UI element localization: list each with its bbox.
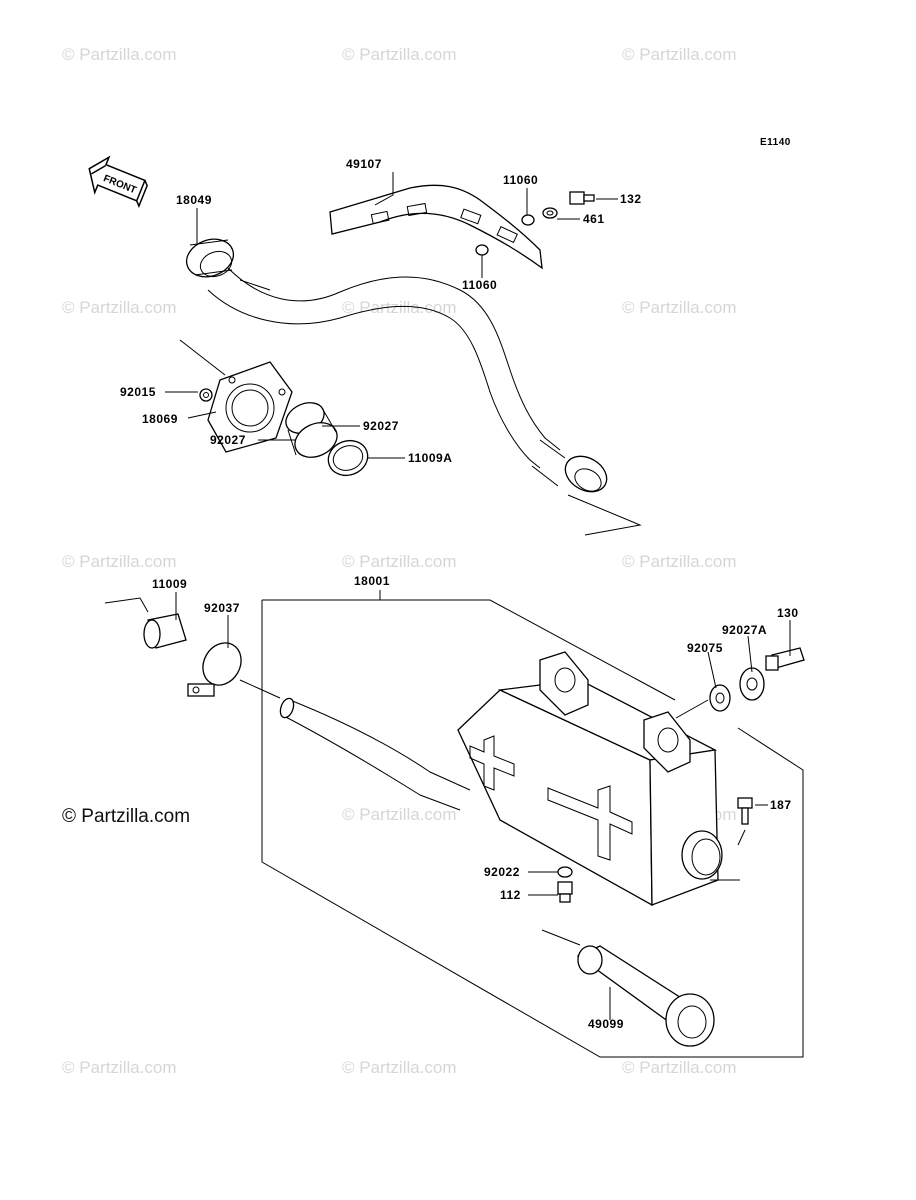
part-label-49107[interactable]: 49107 — [346, 157, 382, 171]
part-label-130[interactable]: 130 — [777, 606, 799, 620]
nut-11060-top — [521, 214, 535, 226]
watermark: © Partzilla.com — [62, 45, 177, 64]
gasket-92027 — [285, 402, 338, 458]
washer-92022 — [557, 866, 573, 878]
collar-92027A — [739, 667, 765, 701]
watermark: © Partzilla.com — [342, 1058, 457, 1077]
part-label-132[interactable]: 132 — [620, 192, 642, 206]
part-label-92015[interactable]: 92015 — [120, 385, 156, 399]
watermark: © Partzilla.com — [342, 298, 457, 317]
watermark: © Partzilla.com — [342, 805, 457, 824]
exhaust-flange — [207, 361, 293, 453]
watermark: © Partzilla.com — [622, 45, 737, 64]
bolt-132 — [569, 191, 595, 205]
part-label-49099[interactable]: 49099 — [588, 1017, 624, 1031]
watermark: © Partzilla.com — [62, 552, 177, 571]
muffler-body — [279, 651, 723, 907]
part-label-11060-lower[interactable]: 11060 — [462, 278, 497, 292]
muffler-assembly-outline — [261, 590, 804, 1058]
watermark: © Partzilla.com — [62, 298, 177, 317]
part-label-11060[interactable]: 11060 — [503, 173, 538, 187]
watermark: © Partzilla.com — [622, 298, 737, 317]
part-label-92027-left[interactable]: 92027 — [210, 433, 246, 447]
spark-arrester-49099 — [576, 945, 715, 1047]
nut-11060-bottom — [475, 244, 489, 256]
watermark-main: © Partzilla.com — [62, 806, 190, 827]
clamp-92037 — [187, 642, 242, 697]
washer-461 — [542, 207, 558, 219]
part-label-18001[interactable]: 18001 — [354, 574, 390, 588]
lower-leader-lines — [104, 592, 791, 1020]
watermark: © Partzilla.com — [62, 1058, 177, 1077]
grommet-92075 — [709, 684, 731, 712]
gasket-11009A — [327, 439, 369, 477]
part-label-92027[interactable]: 92027 — [363, 419, 399, 433]
part-label-11009A[interactable]: 11009A — [408, 451, 452, 465]
watermark: © Partzilla.com — [622, 1058, 737, 1077]
part-label-92037[interactable]: 92037 — [204, 601, 240, 615]
bolt-130 — [765, 647, 805, 671]
part-label-92075[interactable]: 92075 — [687, 641, 723, 655]
part-label-112[interactable]: 112 — [500, 888, 521, 902]
watermark: © Partzilla.com — [622, 552, 737, 571]
watermark: © Partzilla.com — [342, 552, 457, 571]
watermark: © Partzilla.com — [342, 45, 457, 64]
nut-92015 — [199, 388, 213, 402]
seal-11009 — [143, 613, 187, 649]
part-label-11009[interactable]: 11009 — [152, 577, 187, 591]
bolt-187 — [737, 797, 753, 825]
exhaust-pipe-assembly — [179, 238, 642, 536]
part-label-18049[interactable]: 18049 — [176, 193, 212, 207]
heat-guard — [329, 184, 543, 270]
part-label-92027A[interactable]: 92027A — [722, 623, 767, 637]
part-label-18069[interactable]: 18069 — [142, 412, 178, 426]
part-label-461[interactable]: 461 — [583, 212, 605, 226]
part-label-187[interactable]: 187 — [770, 798, 792, 812]
part-label-92022[interactable]: 92022 — [484, 865, 520, 879]
diagram-code: E1140 — [760, 137, 791, 148]
front-arrow-icon: FRONT — [88, 155, 148, 208]
upper-leader-lines — [165, 172, 618, 459]
plug-112 — [557, 881, 573, 903]
